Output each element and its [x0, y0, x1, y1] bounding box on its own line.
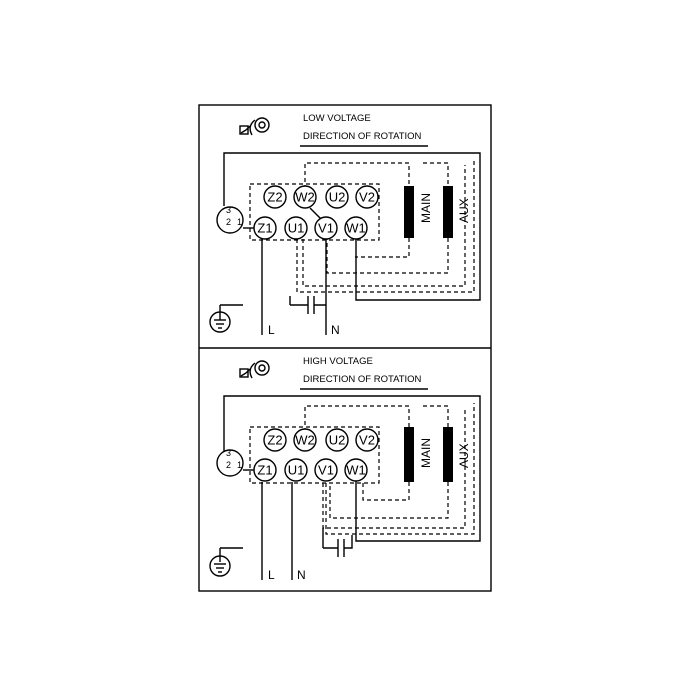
protector-label: 2	[226, 217, 231, 227]
terminal-label: Z2	[267, 433, 282, 448]
panel-title: HIGH VOLTAGE	[303, 356, 373, 367]
terminal-w2	[293, 428, 317, 452]
thermal-protector	[216, 206, 244, 234]
line-label-n: N	[297, 568, 306, 582]
protector-label: 1	[237, 460, 242, 470]
terminal-box	[249, 426, 380, 484]
outer-loop-wire	[223, 152, 481, 301]
u1-aux-wire	[302, 165, 466, 287]
terminal-label: U2	[329, 190, 346, 205]
aux-bottom-wire	[329, 482, 449, 519]
outer-loop-wire	[223, 395, 481, 542]
aux-coil	[443, 427, 453, 482]
thermal-protector	[216, 449, 244, 477]
v1-aux-wire	[322, 408, 466, 529]
terminal-row-bottom	[253, 458, 368, 482]
terminal-label: V2	[359, 190, 375, 205]
main-bottom-wire	[355, 238, 410, 258]
panel-subtitle: DIRECTION OF ROTATION	[303, 131, 422, 142]
terminal-label: U2	[329, 433, 346, 448]
protector-label: 1	[237, 217, 242, 227]
aux-bottom-wire	[326, 238, 449, 274]
main-bottom-wire	[362, 482, 410, 501]
capacitor-wire	[323, 535, 353, 549]
main-coil	[404, 427, 414, 482]
terminal-v1	[314, 458, 338, 482]
terminal-link	[309, 207, 322, 220]
terminal-v2	[355, 185, 379, 209]
terminal-label: W1	[346, 221, 366, 236]
protector-label: 3	[226, 448, 231, 458]
main-label: MAIN	[419, 438, 433, 468]
aux-coil	[443, 186, 453, 238]
terminal-w1	[344, 458, 368, 482]
terminal-box	[249, 183, 380, 241]
line-label-n: N	[331, 323, 340, 337]
u1-return-wire	[296, 160, 475, 293]
main-coil	[404, 186, 414, 238]
terminal-z2	[263, 428, 287, 452]
terminal-u2	[325, 185, 349, 209]
protector-label: 2	[226, 460, 231, 470]
rotation-icon	[239, 360, 270, 379]
panel-high-voltage: HIGH VOLTAGE DIRECTION OF ROTATION Z2 W2…	[209, 356, 481, 582]
terminal-label: Z1	[257, 463, 272, 478]
terminal-label: Z1	[257, 221, 272, 236]
rotation-icon	[239, 117, 270, 136]
terminal-label: W2	[295, 190, 315, 205]
terminal-label: U1	[288, 221, 305, 236]
terminal-u1	[284, 458, 308, 482]
panel-subtitle: DIRECTION OF ROTATION	[303, 374, 422, 385]
aux-top-wire	[423, 162, 449, 186]
line-label-l: L	[268, 323, 275, 337]
panel-low-voltage: LOW VOLTAGE DIRECTION OF ROTATION Z2 W2 …	[209, 113, 481, 337]
ground-icon	[209, 304, 243, 333]
terminal-v2	[355, 428, 379, 452]
terminal-label: W1	[346, 463, 366, 478]
protector-label: 3	[226, 205, 231, 215]
terminal-u2	[325, 428, 349, 452]
terminal-w1	[344, 216, 368, 240]
terminal-label: Z2	[267, 190, 282, 205]
w2-to-main-wire	[304, 162, 410, 196]
line-label-l: L	[268, 568, 275, 582]
terminal-row-top	[263, 185, 379, 209]
aux-label: AUX	[457, 198, 471, 223]
terminal-label: U1	[288, 463, 305, 478]
terminal-label: V1	[318, 221, 334, 236]
terminal-w2	[293, 185, 317, 209]
terminal-label: V1	[318, 463, 334, 478]
w2-to-main-wire	[304, 405, 410, 439]
aux-label: AUX	[457, 443, 471, 468]
terminal-row-top	[263, 428, 379, 452]
terminal-label: W2	[295, 433, 315, 448]
aux-top-wire	[423, 405, 449, 427]
ground-icon	[209, 547, 243, 577]
panel-title: LOW VOLTAGE	[303, 113, 371, 124]
terminal-z2	[263, 185, 287, 209]
main-label: MAIN	[419, 193, 433, 223]
terminal-label: V2	[359, 433, 375, 448]
terminal-u1	[284, 216, 308, 240]
